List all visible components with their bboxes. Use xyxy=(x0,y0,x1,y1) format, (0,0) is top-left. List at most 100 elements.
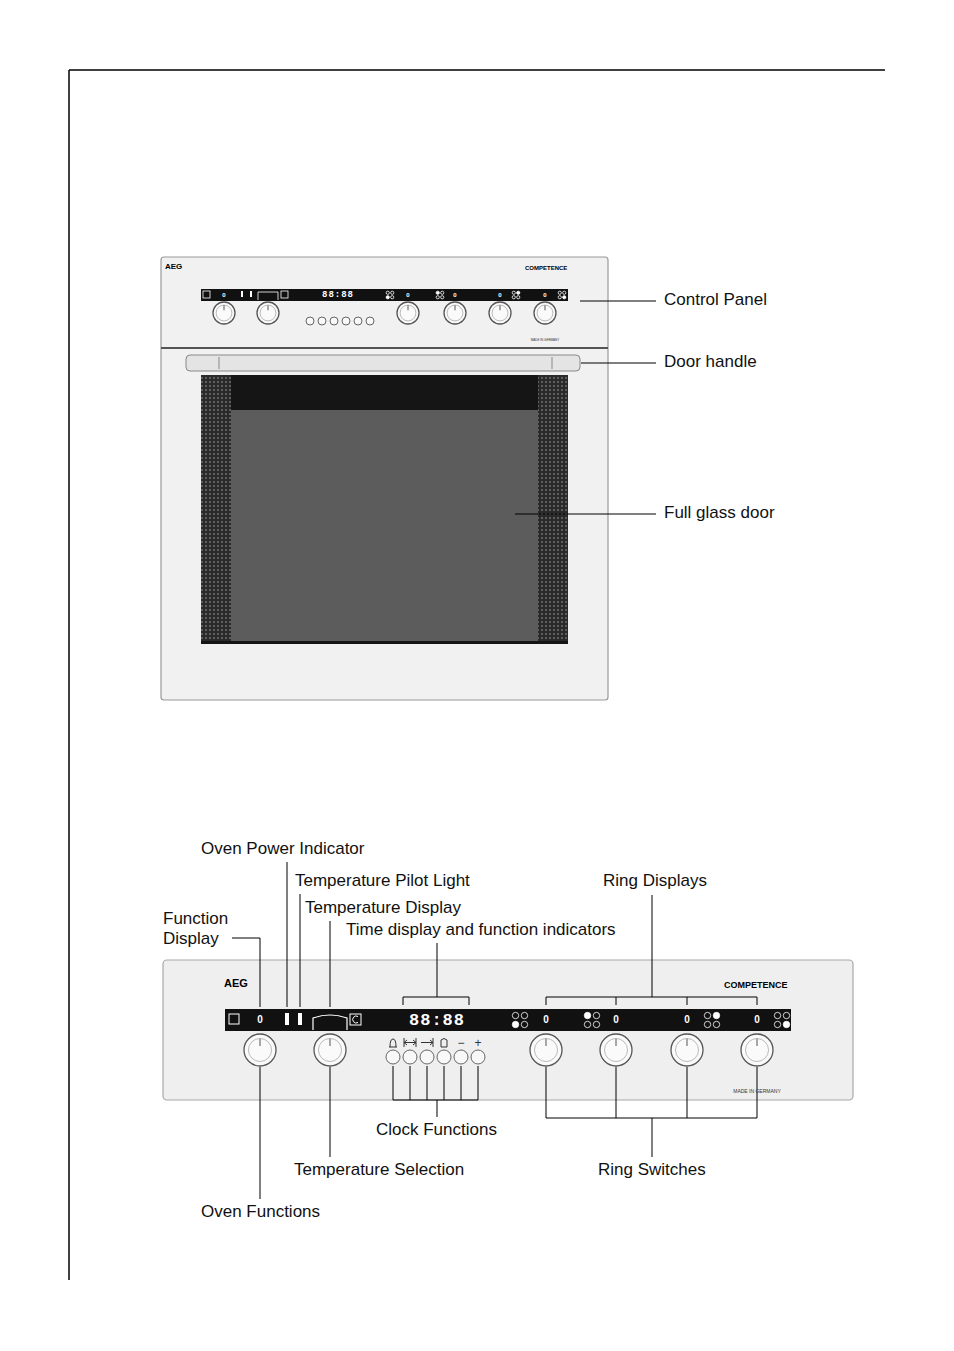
callout-label: Oven Power Indicator xyxy=(201,839,364,859)
ring-indicator xyxy=(441,296,444,299)
leader-line xyxy=(260,1067,261,1199)
knob xyxy=(244,1034,276,1066)
ring-indicator xyxy=(512,1021,518,1027)
door-gap xyxy=(161,347,608,349)
knob-pointer xyxy=(330,1039,331,1046)
glass-top xyxy=(201,375,568,410)
knob xyxy=(314,1034,346,1066)
knob-grip xyxy=(260,305,276,321)
ring-indicator xyxy=(713,1021,719,1027)
callout-label: Time display and function indicators xyxy=(346,920,616,940)
brand-text: AEG xyxy=(165,262,182,271)
ring-indicator xyxy=(517,296,520,299)
callout-label: Oven Functions xyxy=(201,1202,320,1222)
ring-indicator xyxy=(584,1012,590,1018)
glass-bottom xyxy=(201,641,568,644)
knob-grip xyxy=(400,305,416,321)
leader-line xyxy=(515,514,656,515)
oven-front xyxy=(161,257,608,700)
knob-marking: 0 xyxy=(613,1015,619,1025)
callout-label: Full glass door xyxy=(664,503,775,523)
glass-window xyxy=(231,410,538,644)
brand-text: COMPETENCE xyxy=(724,980,788,990)
ring-indicator xyxy=(512,1012,518,1018)
knob-pointer xyxy=(687,1039,688,1046)
clock-button xyxy=(420,1050,434,1064)
ring-indicator xyxy=(563,296,566,299)
power-indicator xyxy=(285,1013,289,1025)
clock-button xyxy=(386,1050,400,1064)
knob xyxy=(534,302,556,324)
control-band xyxy=(225,1009,791,1031)
ring-indicator xyxy=(521,1012,527,1018)
knobs xyxy=(213,302,773,1066)
knob xyxy=(489,302,511,324)
frame-line xyxy=(68,70,70,1280)
knob xyxy=(257,302,279,324)
clock-button xyxy=(471,1050,485,1064)
knob-pointer xyxy=(408,305,409,310)
bracket xyxy=(393,1066,478,1117)
power-indicator xyxy=(241,291,243,297)
knob xyxy=(671,1034,703,1066)
knob-grip xyxy=(216,305,232,321)
display-digits: 88:88 xyxy=(322,291,354,300)
ring-indicator xyxy=(558,296,561,299)
callout-label: Temperature Pilot Light xyxy=(295,871,470,891)
pilot-light xyxy=(298,1013,302,1025)
knob-marking: 0 xyxy=(684,1015,690,1025)
ring-indicator xyxy=(774,1012,780,1018)
ring-indicator xyxy=(436,291,439,294)
ring-displays xyxy=(386,291,790,1028)
clock-button xyxy=(306,317,314,325)
callout-label: Temperature Selection xyxy=(294,1160,464,1180)
leader-lines xyxy=(515,301,656,514)
function-display xyxy=(229,1014,239,1024)
knob-pointer xyxy=(757,1039,758,1046)
clock-button xyxy=(330,317,338,325)
clock-button xyxy=(342,317,350,325)
knob-grip xyxy=(745,1038,768,1061)
ring-indicator xyxy=(441,291,444,294)
callout-label: Function Display xyxy=(163,909,233,948)
leader-lines xyxy=(232,862,757,1199)
ring-indicator xyxy=(517,291,520,294)
brand-text: AEG xyxy=(224,977,248,990)
knob xyxy=(530,1034,562,1066)
knob xyxy=(600,1034,632,1066)
ring-indicator xyxy=(774,1021,780,1027)
ring-indicator xyxy=(512,296,515,299)
clock-symbols xyxy=(389,1038,447,1047)
bell-symbol xyxy=(389,1039,397,1047)
clock-button xyxy=(403,1050,417,1064)
knob-grip xyxy=(492,305,508,321)
function-display xyxy=(203,291,210,298)
knob xyxy=(444,302,466,324)
knob-pointer xyxy=(268,305,269,310)
bracket xyxy=(546,1067,757,1157)
knob-pointer xyxy=(224,305,225,310)
glass-edge xyxy=(201,375,231,644)
panel-plate xyxy=(163,960,853,1100)
ring-indicator xyxy=(593,1021,599,1027)
leader-line xyxy=(330,1067,331,1157)
knob-pointer xyxy=(545,305,546,310)
leader-line xyxy=(330,921,331,1007)
knob-marking: 0 xyxy=(453,292,456,298)
glass-edge xyxy=(538,375,568,644)
ring-indicator xyxy=(584,1021,590,1027)
celsius-symbol xyxy=(350,1014,361,1025)
knob-pointer xyxy=(616,1039,617,1046)
leader-line xyxy=(300,894,301,1007)
ring-indicator xyxy=(704,1021,710,1027)
knob-marking: 0 xyxy=(754,1015,760,1025)
knob-pointer xyxy=(455,305,456,310)
knob-marking: 0 xyxy=(406,292,409,298)
ring-indicator xyxy=(391,296,394,299)
ring-indicator xyxy=(391,291,394,294)
ring-indicator xyxy=(783,1021,789,1027)
brand-text: COMPETENCE xyxy=(525,265,567,272)
knob-pointer xyxy=(260,1039,261,1046)
ring-indicator xyxy=(512,291,515,294)
knob-grip xyxy=(604,1038,627,1061)
